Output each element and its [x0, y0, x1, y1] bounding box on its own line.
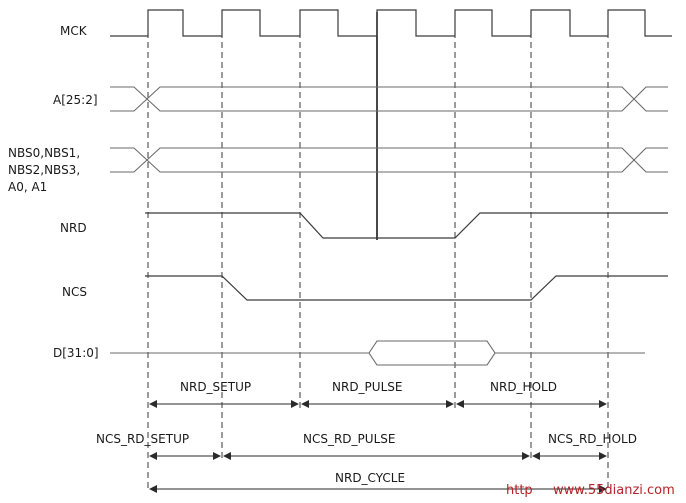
interval-label-ncs-rd-hold: NCS_RD_HOLD — [548, 432, 637, 446]
interval-label-nrd-setup: NRD_SETUP — [180, 380, 251, 394]
signal-label-addr: A[25:2] — [53, 93, 98, 107]
watermark-prefix: http — [506, 483, 533, 498]
interval-label-ncs-rd-pulse: NCS_RD_PULSE — [303, 432, 395, 446]
signal-label-nrd: NRD — [60, 221, 87, 235]
mck-waveform — [110, 9, 672, 37]
signal-label-ncs: NCS — [62, 285, 87, 299]
timing-guides — [147, 12, 609, 492]
nrd-waveform — [145, 212, 668, 239]
addr-bus-waveform — [110, 86, 668, 112]
interval-label-ncs-rd-setup: NCS_RD_SETUP — [96, 432, 189, 446]
signal-label-nbs-line1: NBS0,NBS1, — [8, 146, 80, 160]
data-bus-waveform — [110, 340, 645, 366]
interval-label-nrd-hold: NRD_HOLD — [490, 380, 557, 394]
nbs-bus-waveform — [110, 147, 668, 173]
signal-label-nbs-line2: NBS2,NBS3, — [8, 163, 80, 177]
ncs-waveform — [145, 275, 668, 301]
signal-label-mck: MCK — [60, 24, 88, 38]
signal-label-data: D[31:0] — [53, 346, 99, 360]
watermark-site: www.55dianzi.com — [553, 483, 675, 498]
interval-label-nrd-pulse: NRD_PULSE — [332, 380, 402, 394]
signal-label-nbs-line3: A0, A1 — [8, 180, 47, 194]
interval-label-nrd-cycle: NRD_CYCLE — [335, 471, 405, 485]
